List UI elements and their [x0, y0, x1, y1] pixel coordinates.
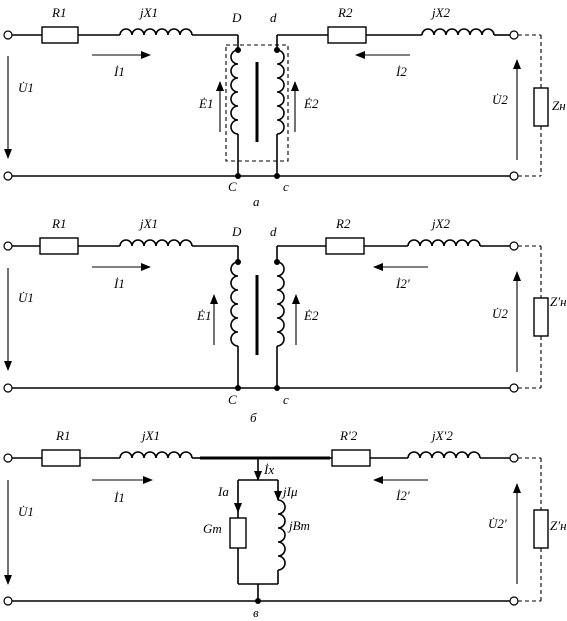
terminal-b-top-right — [509, 241, 519, 251]
inductor-jx1-b — [119, 239, 193, 247]
label-e1-a: Ė1 — [198, 96, 213, 111]
primary-winding-b — [230, 261, 239, 347]
label-d-lower-b: d — [270, 224, 277, 239]
resistor-r1-v — [41, 449, 81, 467]
label-i2-b: İ2′ — [395, 276, 410, 291]
label-u2-v: U̇2′ — [488, 516, 507, 531]
primary-winding-a — [230, 49, 239, 135]
terminal-b-top-left — [3, 241, 13, 251]
label-z-v: Z′н — [550, 518, 567, 533]
label-i1-a: İ1 — [113, 64, 125, 79]
label-c-lower-a: c — [283, 179, 289, 194]
resistor-r2-b — [325, 237, 365, 255]
resistor-r1-a — [41, 26, 79, 44]
load-z-a — [533, 87, 549, 127]
label-d-upper-a: D — [231, 10, 242, 25]
label-u1-a: U̇1 — [18, 80, 34, 95]
ideal-transformer-box — [225, 44, 289, 162]
terminal-a-top-left — [3, 30, 13, 40]
label-r2-b: R2 — [335, 216, 351, 231]
label-d-lower-a: d — [270, 10, 277, 25]
label-i2-a: İ2 — [395, 64, 407, 79]
load-z-b — [533, 297, 549, 337]
label-i1-v: İ1 — [113, 490, 125, 505]
label-c-upper-a: C — [228, 179, 237, 194]
caption-a: а — [253, 194, 260, 209]
label-r2-a: R2 — [337, 5, 353, 20]
caption-b: б — [250, 410, 257, 425]
label-e2-b: Ė2 — [303, 308, 319, 323]
caption-v: в — [253, 605, 259, 620]
terminal-a-bottom-left — [3, 171, 13, 181]
label-z-a: Zн — [552, 98, 566, 113]
label-jx2-v: jX′2 — [430, 428, 453, 443]
label-r1-v: R1 — [55, 428, 70, 443]
panel-v: R1 jX1 R′2 jX′2 İ1 İ2′ U̇1 İx Iа jIμ Gт … — [3, 428, 567, 620]
label-e2-a: Ė2 — [303, 96, 319, 111]
label-g-v: Gт — [203, 521, 222, 536]
inductor-jx2-v — [407, 451, 481, 459]
label-r2-v: R′2 — [339, 428, 358, 443]
label-imu-v: jIμ — [281, 484, 298, 499]
panel-b: R1 jX1 D d R2 jX2 İ1 İ2′ U̇1 Ė1 Ė2 U̇2 Z… — [3, 216, 567, 425]
label-r1-a: R1 — [51, 5, 66, 20]
terminal-v-top-right — [509, 453, 519, 463]
secondary-winding-a — [276, 49, 285, 135]
label-d-upper-b: D — [231, 224, 242, 239]
resistor-r2-a — [327, 26, 367, 44]
terminal-b-bottom-right — [509, 383, 519, 393]
label-c-lower-b: c — [283, 392, 289, 407]
label-ia-v: Iа — [217, 484, 229, 499]
panel-a: R1 jX1 D d R2 jX2 İ1 İ2 U̇1 Ė1 Ė2 U̇2 Zн… — [3, 5, 566, 209]
label-jx1-v: jX1 — [140, 428, 160, 443]
terminal-v-bottom-left — [3, 596, 13, 606]
label-i2-v: İ2′ — [395, 488, 410, 503]
resistor-r1-b — [39, 237, 79, 255]
label-u1-b: U̇1 — [18, 290, 34, 305]
label-u2-b: U̇2 — [492, 306, 508, 321]
label-u2-a: U̇2 — [492, 92, 508, 107]
terminal-b-bottom-left — [3, 383, 13, 393]
label-jx1-a: jX1 — [138, 5, 158, 20]
label-z-b: Z′н — [550, 294, 567, 309]
susceptance-b-v — [277, 499, 286, 571]
terminal-a-bottom-right — [509, 171, 519, 181]
label-ix-v: İx — [263, 462, 274, 477]
label-i1-b: İ1 — [113, 276, 125, 291]
label-jx2-b: jX2 — [430, 216, 451, 231]
resistor-r2-v — [331, 449, 371, 467]
conductance-g-v — [229, 517, 247, 549]
label-b-v: jBт — [287, 518, 310, 533]
load-z-v — [533, 509, 549, 549]
inductor-jx2-a — [421, 28, 495, 36]
label-u1-v: U̇1 — [18, 504, 34, 519]
label-jx2-a: jX2 — [430, 5, 451, 20]
inductor-jx1-v — [119, 451, 193, 459]
terminal-v-top-left — [3, 453, 13, 463]
label-r1-b: R1 — [51, 216, 66, 231]
label-e1-b: Ė1 — [196, 308, 211, 323]
inductor-jx1-a — [119, 28, 193, 36]
inductor-jx2-b — [407, 239, 481, 247]
label-c-upper-b: C — [228, 392, 237, 407]
terminal-v-bottom-right — [509, 596, 519, 606]
secondary-winding-b — [276, 261, 285, 347]
terminal-a-top-right — [509, 30, 519, 40]
label-jx1-b: jX1 — [138, 216, 158, 231]
